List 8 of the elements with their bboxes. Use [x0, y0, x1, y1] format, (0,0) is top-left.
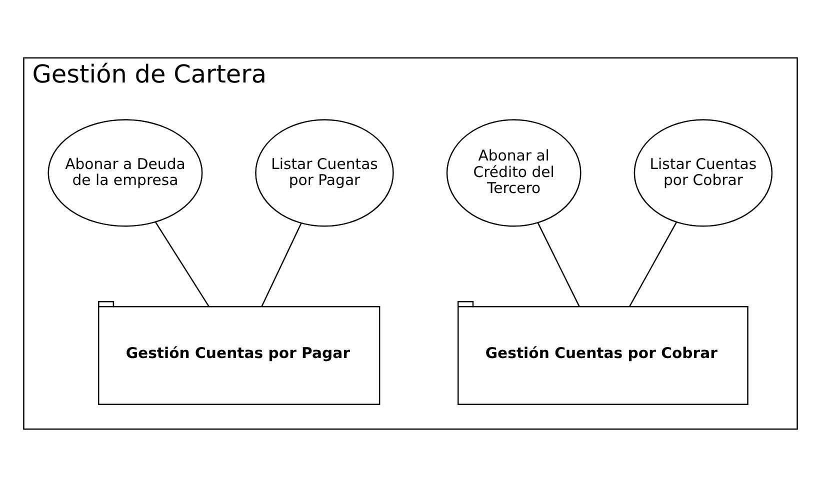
connector — [261, 222, 302, 306]
node-ellipse: Listar Cuentas por Pagar — [255, 118, 394, 226]
connector — [154, 221, 210, 306]
connector — [537, 222, 580, 306]
node-ellipse: Abonar al Crédito del Tercero — [446, 118, 582, 226]
node-ellipse: Abonar a Deuda de la empresa — [48, 118, 203, 226]
connector — [629, 222, 677, 306]
node-ellipse: Listar Cuentas por Cobrar — [634, 118, 773, 226]
